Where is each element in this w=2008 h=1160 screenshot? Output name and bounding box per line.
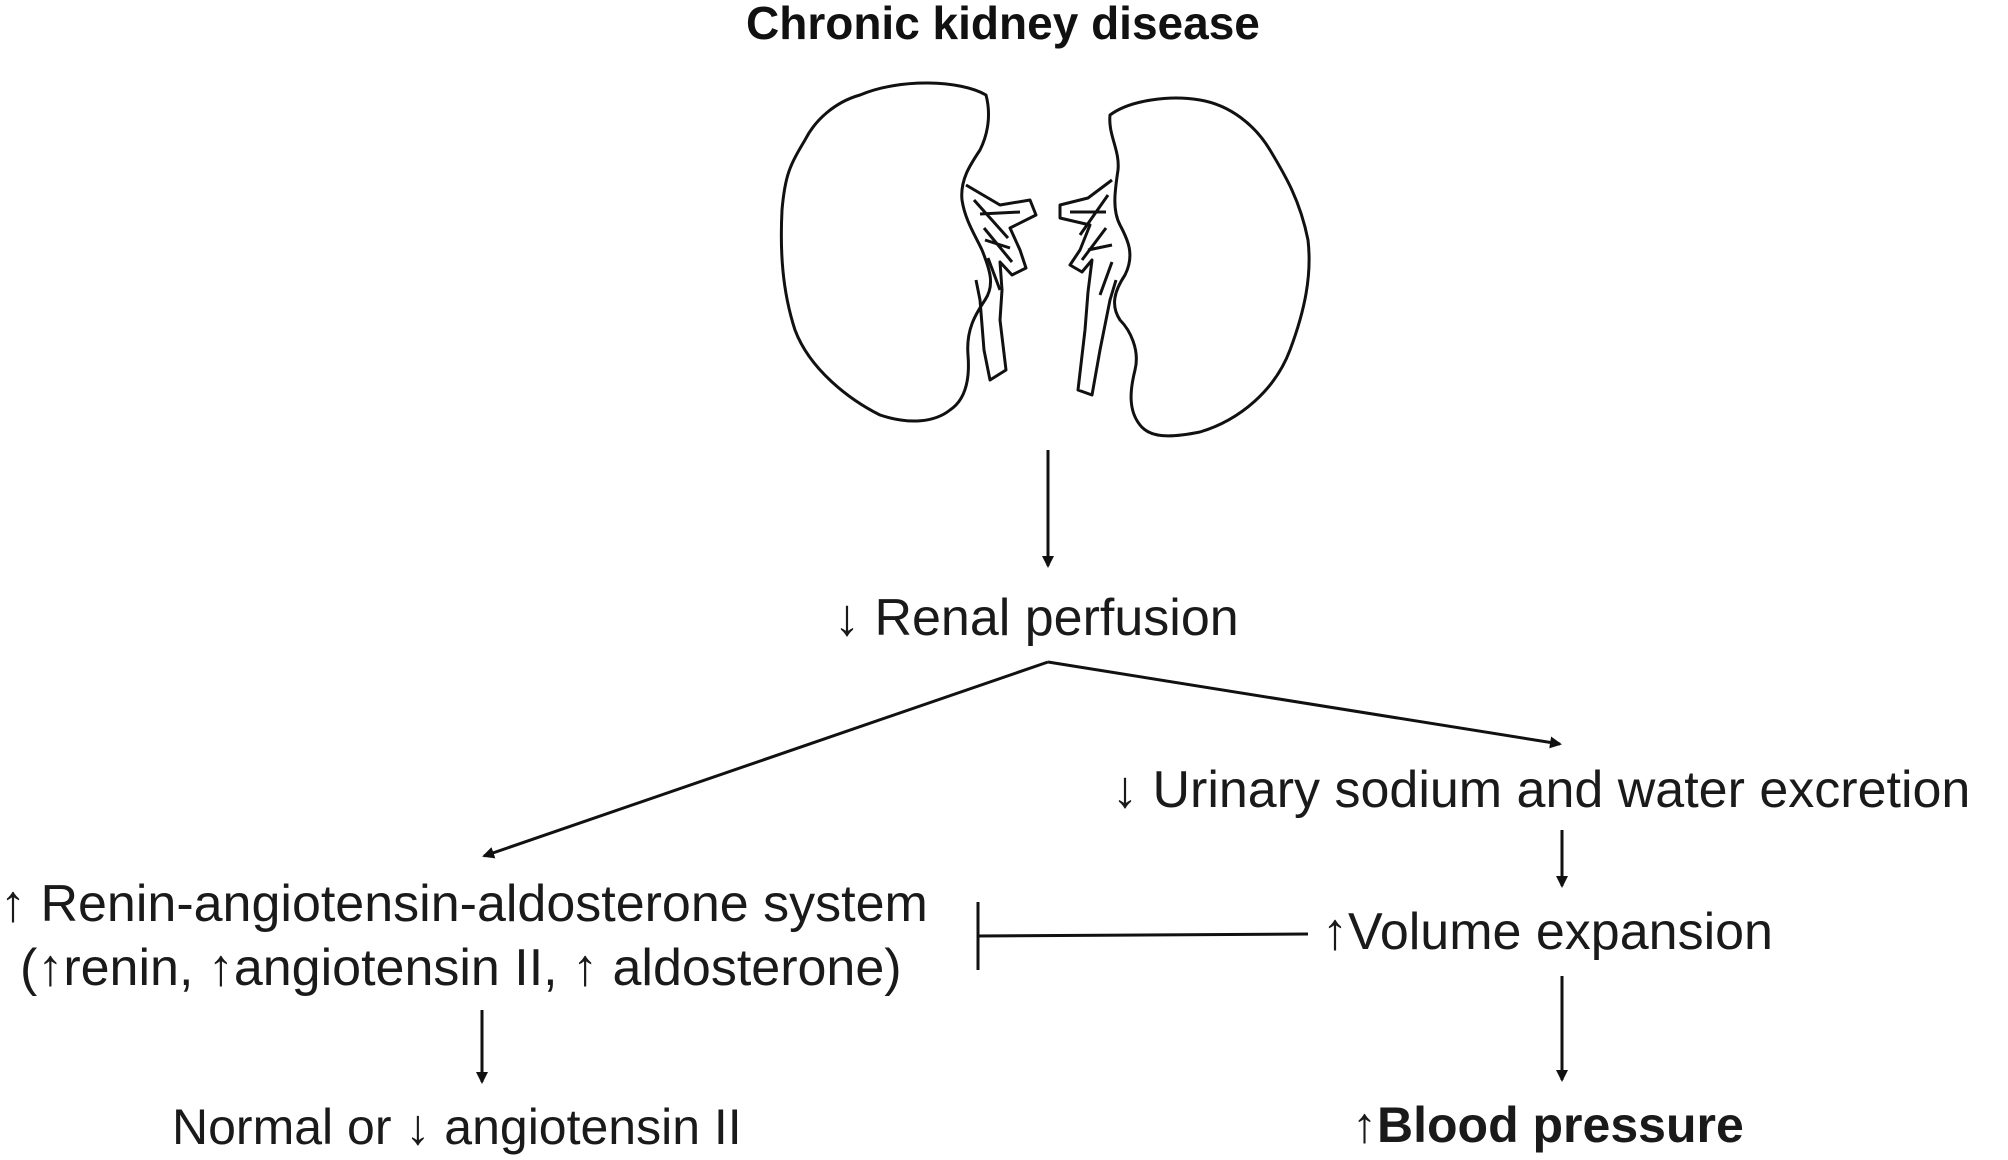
arrow-renal-to-raas bbox=[482, 660, 1049, 859]
left-kidney-icon bbox=[779, 81, 1038, 423]
node-blood-pressure: ↑Blood pressure bbox=[1352, 1100, 1744, 1150]
node-urinary-excretion: ↓ Urinary sodium and water excretion bbox=[1112, 761, 1971, 819]
node-raas-line1: ↑ Renin-angiotensin-aldosterone system bbox=[0, 875, 928, 933]
node-raas-line2: (↑renin, ↑angiotensin II, ↑ aldosterone) bbox=[20, 939, 902, 997]
bp-arrow: ↑ bbox=[1352, 1097, 1377, 1153]
diagram-title: Chronic kidney disease bbox=[746, 0, 1260, 49]
bp-label: Blood pressure bbox=[1377, 1097, 1744, 1153]
right-kidney-icon bbox=[1058, 96, 1311, 438]
inhibit-volume-to-raas bbox=[977, 932, 1309, 938]
node-renal-perfusion: ↓ Renal perfusion bbox=[834, 589, 1239, 647]
node-normal-angiotensin: Normal or ↓ angiotensin II bbox=[172, 1099, 742, 1155]
arrow-renal-to-urinary bbox=[1047, 660, 1562, 749]
node-volume-expansion: ↑Volume expansion bbox=[1322, 903, 1773, 961]
